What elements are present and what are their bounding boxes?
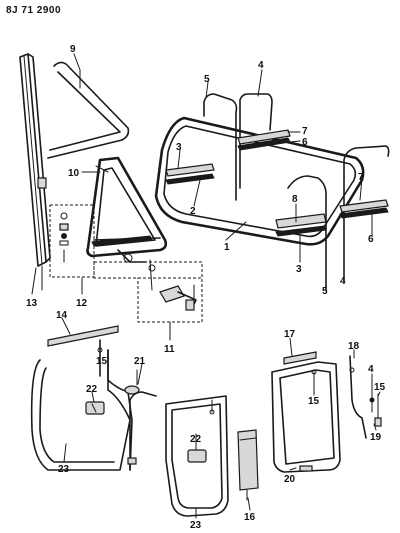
callout-16: 16 bbox=[244, 512, 256, 523]
callout-22b: 22 bbox=[190, 434, 202, 445]
callout-15c: 15 bbox=[374, 382, 386, 393]
door-weatherstrip-left bbox=[30, 325, 133, 471]
callout-8: 8 bbox=[292, 194, 298, 205]
callout-15a: 15 bbox=[96, 356, 108, 367]
door-handle-escutcheon-center bbox=[187, 449, 207, 463]
callout-3b: 3 bbox=[296, 264, 302, 275]
vent-window-frame bbox=[47, 61, 130, 159]
diagram-code: 8J 71 2900 bbox=[6, 5, 61, 16]
belt-weatherstrip-left bbox=[165, 163, 215, 185]
callout-14: 14 bbox=[56, 310, 68, 321]
callout-13: 13 bbox=[26, 298, 38, 309]
door-opening-seal-center bbox=[165, 395, 229, 517]
callout-20: 20 bbox=[284, 474, 296, 485]
hardware-kit-box-lower bbox=[93, 261, 203, 279]
callout-labels: 1 2 3 3 4 4 4 5 5 6 6 7 7 8 9 10 11 12 1… bbox=[26, 44, 386, 531]
callout-5a: 5 bbox=[204, 74, 210, 85]
retainer-pieces bbox=[369, 379, 382, 427]
glass-run-channel-left bbox=[203, 93, 238, 201]
door-opening-seal-right bbox=[271, 351, 341, 473]
callout-11: 11 bbox=[164, 344, 175, 355]
callout-15b: 15 bbox=[308, 396, 320, 407]
glass-run-channel-right bbox=[287, 175, 327, 291]
door-opening-seal-left bbox=[127, 391, 157, 471]
callout-4c: 4 bbox=[368, 364, 374, 375]
glass-run-channel-far-right bbox=[343, 145, 390, 283]
callout-3a: 3 bbox=[176, 142, 182, 153]
callout-12: 12 bbox=[76, 298, 88, 309]
callout-7a: 7 bbox=[302, 126, 308, 137]
door-hinge-cover bbox=[124, 369, 140, 395]
vent-pivot-assembly bbox=[148, 259, 197, 311]
callout-1: 1 bbox=[224, 242, 230, 253]
pillar-seal-sleeve bbox=[237, 429, 259, 501]
callout-4a: 4 bbox=[258, 60, 264, 71]
callout-10: 10 bbox=[68, 168, 80, 179]
belt-weatherstrip-far-right bbox=[339, 199, 389, 219]
callout-2: 2 bbox=[190, 206, 196, 217]
callout-5b: 5 bbox=[322, 286, 328, 297]
vent-hardware-pieces bbox=[59, 212, 69, 263]
callout-17: 17 bbox=[284, 329, 296, 340]
leader-lines bbox=[31, 53, 381, 519]
callout-21: 21 bbox=[134, 356, 146, 367]
callout-19: 19 bbox=[370, 432, 382, 443]
callout-9: 9 bbox=[70, 44, 76, 55]
callout-7b: 7 bbox=[358, 172, 364, 183]
door-handle-escutcheon-left bbox=[85, 401, 105, 415]
callout-4b: 4 bbox=[340, 276, 346, 287]
callout-22a: 22 bbox=[86, 384, 98, 395]
belt-weatherstrip-right bbox=[275, 213, 327, 237]
tailgate-seal-strip bbox=[349, 355, 367, 439]
door-post-channel bbox=[19, 53, 51, 291]
callout-23b: 23 bbox=[190, 520, 202, 531]
hardware-kit-box-upper bbox=[49, 204, 95, 278]
callout-6a: 6 bbox=[302, 137, 308, 148]
callout-18: 18 bbox=[348, 341, 360, 352]
callout-6b: 6 bbox=[368, 234, 374, 245]
vent-window-glass bbox=[86, 156, 168, 263]
callout-23a: 23 bbox=[58, 464, 70, 475]
